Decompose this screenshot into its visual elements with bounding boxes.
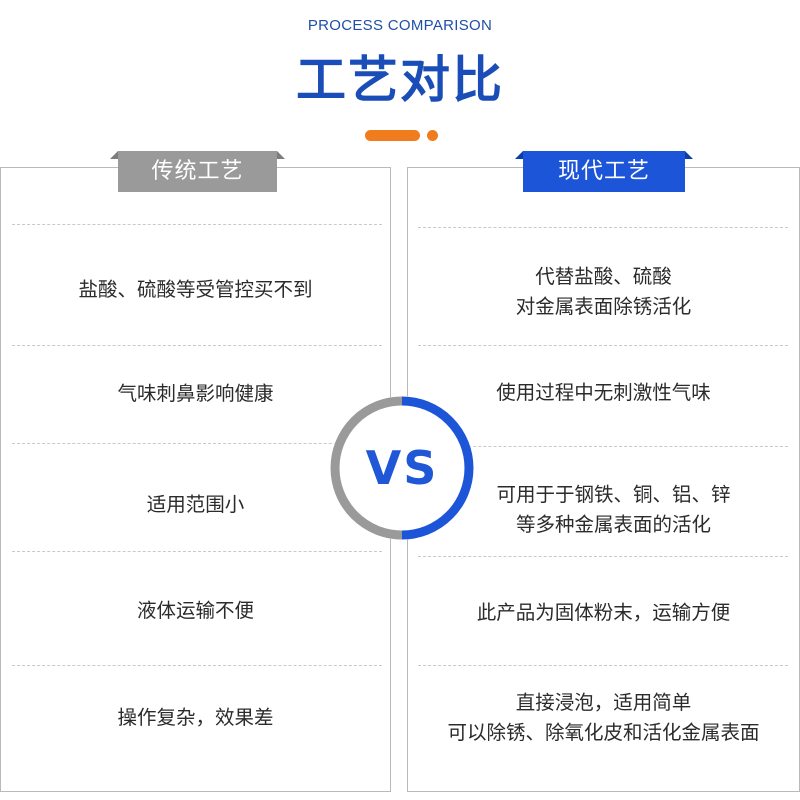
- section-title: 工艺对比: [296, 51, 504, 109]
- row-divider: [12, 551, 382, 552]
- vs-label: VS: [365, 441, 439, 495]
- item-line: 直接浸泡，适用简单: [515, 691, 692, 714]
- modern-item: 直接浸泡，适用简单 可以除锈、除氧化皮和活化金属表面: [407, 688, 800, 748]
- row-divider: [12, 345, 382, 346]
- traditional-tag: 传统工艺: [110, 151, 285, 192]
- item-line: 此产品为固体粉末，运输方便: [476, 601, 731, 624]
- row-divider: [418, 665, 788, 666]
- modern-item: 使用过程中无刺激性气味: [407, 378, 800, 408]
- item-line: 可以除锈、除氧化皮和活化金属表面: [447, 721, 760, 744]
- item-line: 可用于于钢铁、铜、铝、锌: [496, 483, 731, 506]
- traditional-panel: [0, 167, 391, 792]
- vs-ring-icon: [330, 396, 474, 540]
- row-divider: [418, 345, 788, 346]
- row-divider: [12, 443, 382, 444]
- item-line: 液体运输不便: [136, 599, 254, 622]
- vs-badge: VS: [327, 393, 477, 543]
- tag-fold-icon: [110, 151, 118, 159]
- accent-bar: [365, 130, 420, 141]
- row-divider: [12, 224, 382, 225]
- item-line: 代替盐酸、硫酸: [535, 265, 672, 288]
- traditional-item: 盐酸、硫酸等受管控买不到: [0, 275, 391, 305]
- item-line: 操作复杂，效果差: [117, 706, 274, 729]
- traditional-item: 气味刺鼻影响健康: [0, 379, 391, 409]
- modern-item: 代替盐酸、硫酸 对金属表面除锈活化: [407, 262, 800, 322]
- item-line: 气味刺鼻影响健康: [117, 382, 274, 405]
- item-line: 等多种金属表面的活化: [515, 513, 711, 536]
- traditional-tag-label: 传统工艺: [151, 159, 244, 184]
- accent-dot: [427, 130, 438, 141]
- modern-tag-label: 现代工艺: [557, 159, 650, 184]
- traditional-item: 液体运输不便: [0, 596, 391, 626]
- tag-fold-icon: [515, 151, 523, 159]
- item-line: 使用过程中无刺激性气味: [496, 381, 711, 404]
- row-divider: [418, 446, 788, 447]
- item-line: 盐酸、硫酸等受管控买不到: [78, 278, 313, 301]
- tag-fold-icon: [685, 151, 693, 159]
- row-divider: [418, 556, 788, 557]
- item-line: 适用范围小: [146, 493, 245, 516]
- tag-fold-icon: [277, 151, 285, 159]
- section-subtitle: PROCESS COMPARISON: [307, 17, 493, 34]
- traditional-item: 适用范围小: [0, 490, 391, 520]
- modern-item: 可用于于钢铁、铜、铝、锌 等多种金属表面的活化: [427, 480, 800, 540]
- item-line: 对金属表面除锈活化: [515, 295, 692, 318]
- row-divider: [418, 227, 788, 228]
- modern-tag: 现代工艺: [515, 151, 693, 192]
- traditional-item: 操作复杂，效果差: [0, 703, 391, 733]
- row-divider: [12, 665, 382, 666]
- modern-item: 此产品为固体粉末，运输方便: [407, 598, 800, 628]
